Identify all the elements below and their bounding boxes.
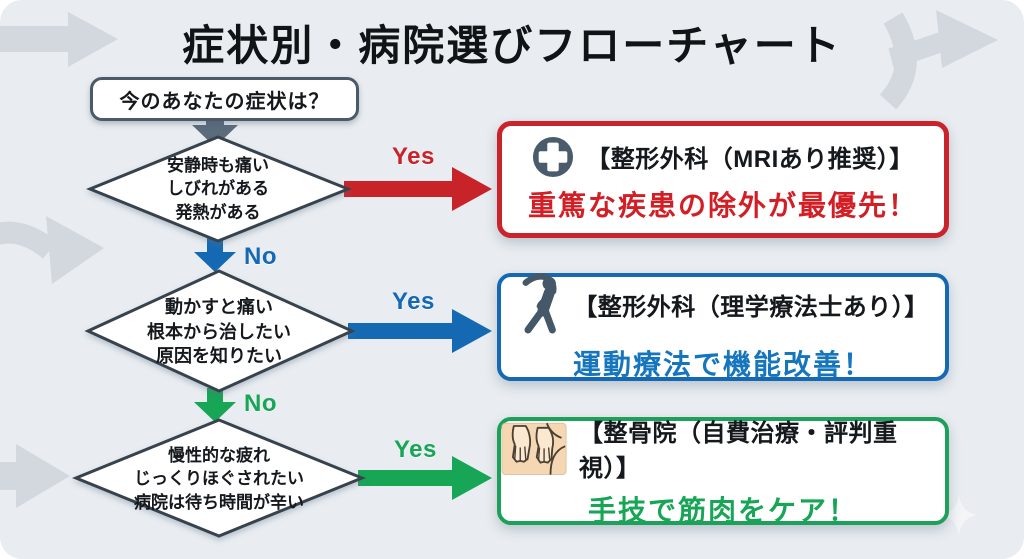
result-box-seikotsuin: 【整骨院（自費治療・評判重視）】 手技で筋肉をケア！ — [497, 417, 949, 526]
decision-1-line: 安静時も痛い — [167, 155, 269, 175]
decision-diamond-3 — [72, 418, 366, 538]
no-label-1: No — [244, 243, 277, 270]
decorative-arrow-bottom-left — [0, 444, 70, 508]
decision-diamond-2 — [84, 269, 356, 393]
result-3-heading: 【整骨院（自費治療・評判重視）】 — [579, 420, 898, 482]
page-title: 症状別・病院選びフローチャート — [182, 22, 842, 69]
result-2-header: 【整形外科（理学療法士あり）】 — [517, 271, 929, 337]
decision-2-text: 動かすと痛い 根本から治したい 原因を知りたい — [104, 294, 334, 370]
decision-2-line: 動かすと痛い — [165, 296, 273, 317]
decision-1-text: 安静時も痛い しびれがある 発熱がある — [118, 153, 318, 225]
yes-arrow-2 — [348, 309, 492, 353]
yes-label-3: Yes — [394, 436, 437, 463]
result-box-orthopedic-pt: 【整形外科（理学療法士あり）】 運動療法で機能改善！ — [497, 273, 949, 381]
decision-3-line: 慢性的な疲れ — [168, 445, 270, 465]
start-node: 今のあなたの症状は？ — [90, 77, 359, 121]
decision-2-line: 根本から治したい — [147, 321, 291, 342]
start-connector-arrow — [192, 112, 238, 147]
result-3-message: 手技で筋肉をケア！ — [587, 495, 858, 526]
result-3-header: 【整骨院（自費治療・評判重視）】 — [501, 413, 945, 483]
result-1-header: 【整形外科（MRIあり推奨）】 — [532, 136, 914, 178]
decision-3-line: じっくりほぐされたい — [134, 469, 304, 489]
decision-2-line: 原因を知りたい — [156, 346, 282, 367]
no-arrow-1 — [194, 237, 236, 272]
decision-diamond-1 — [86, 135, 353, 243]
result-box-orthopedic-mri: 【整形外科（MRIあり推奨）】 重篤な疾患の除外が最優先！ — [497, 121, 949, 238]
no-label-2: No — [244, 390, 277, 417]
decision-3-line: 病院は待ち時間が辛い — [134, 492, 304, 512]
result-2-heading: 【整形外科（理学療法士あり）】 — [573, 293, 929, 321]
yes-label-1: Yes — [392, 143, 435, 170]
no-arrow-2 — [194, 388, 236, 422]
decision-1-line: しびれがある — [167, 179, 269, 199]
massage-hands-icon — [501, 420, 567, 476]
stretching-person-icon — [517, 271, 561, 337]
start-node-label: 今のあなたの症状は？ — [119, 90, 330, 113]
yes-label-2: Yes — [392, 288, 435, 315]
decision-1-line: 発熱がある — [175, 202, 261, 222]
medical-cross-icon — [532, 136, 574, 178]
result-1-message: 重篤な疾患の除外が最優先！ — [527, 189, 918, 221]
decision-3-text: 慢性的な疲れ じっくりほぐされたい 病院は待ち時間が辛い — [94, 441, 344, 517]
yes-arrow-3 — [358, 456, 492, 500]
result-2-message: 運動療法で機能改善！ — [572, 349, 873, 380]
sparkle-icon — [941, 496, 977, 534]
decorative-arrow-top-right — [879, 10, 998, 110]
decorative-arrow-left-middle — [0, 216, 104, 284]
decorative-arrow-top-left — [0, 12, 118, 67]
yes-arrow-1 — [344, 167, 492, 211]
result-1-heading: 【整形外科（MRIあり推奨）】 — [586, 146, 914, 173]
